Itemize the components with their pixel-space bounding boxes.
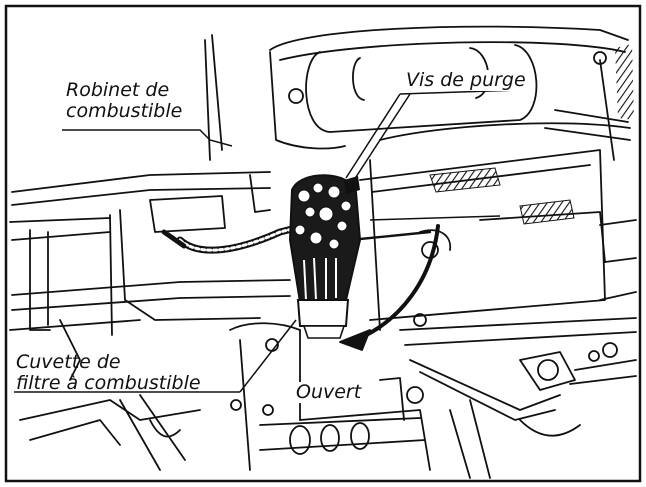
air-duct bbox=[305, 44, 538, 133]
leader-vis bbox=[345, 93, 401, 179]
label-ouvert: Ouvert bbox=[294, 381, 364, 403]
fuel-filter-assembly bbox=[288, 174, 362, 339]
bracket bbox=[149, 195, 226, 233]
label-line: Robinet de bbox=[66, 79, 170, 101]
label-line: filtre à combustible bbox=[16, 372, 201, 394]
vent-grille bbox=[429, 167, 501, 193]
arrow-head bbox=[339, 329, 371, 351]
label-line: combustible bbox=[66, 100, 183, 122]
label-cuvette-de-filtre: Cuvette de filtre à combustible bbox=[14, 352, 203, 394]
rail-upper bbox=[11, 171, 271, 193]
bolt bbox=[288, 88, 304, 104]
frame-border bbox=[4, 4, 642, 483]
valve-lever bbox=[348, 230, 432, 242]
filter-bowl bbox=[296, 299, 350, 327]
housing-top-edge bbox=[269, 25, 629, 51]
label-robinet-de-combustible: Robinet de combustible bbox=[64, 80, 184, 122]
linkage-arm bbox=[409, 359, 561, 411]
label-line: Cuvette de bbox=[16, 351, 121, 373]
vent-grille bbox=[519, 199, 575, 225]
label-vis-de-purge: Vis de purge bbox=[404, 69, 528, 91]
leader-robinet bbox=[62, 129, 233, 147]
rail-lower bbox=[11, 279, 291, 296]
